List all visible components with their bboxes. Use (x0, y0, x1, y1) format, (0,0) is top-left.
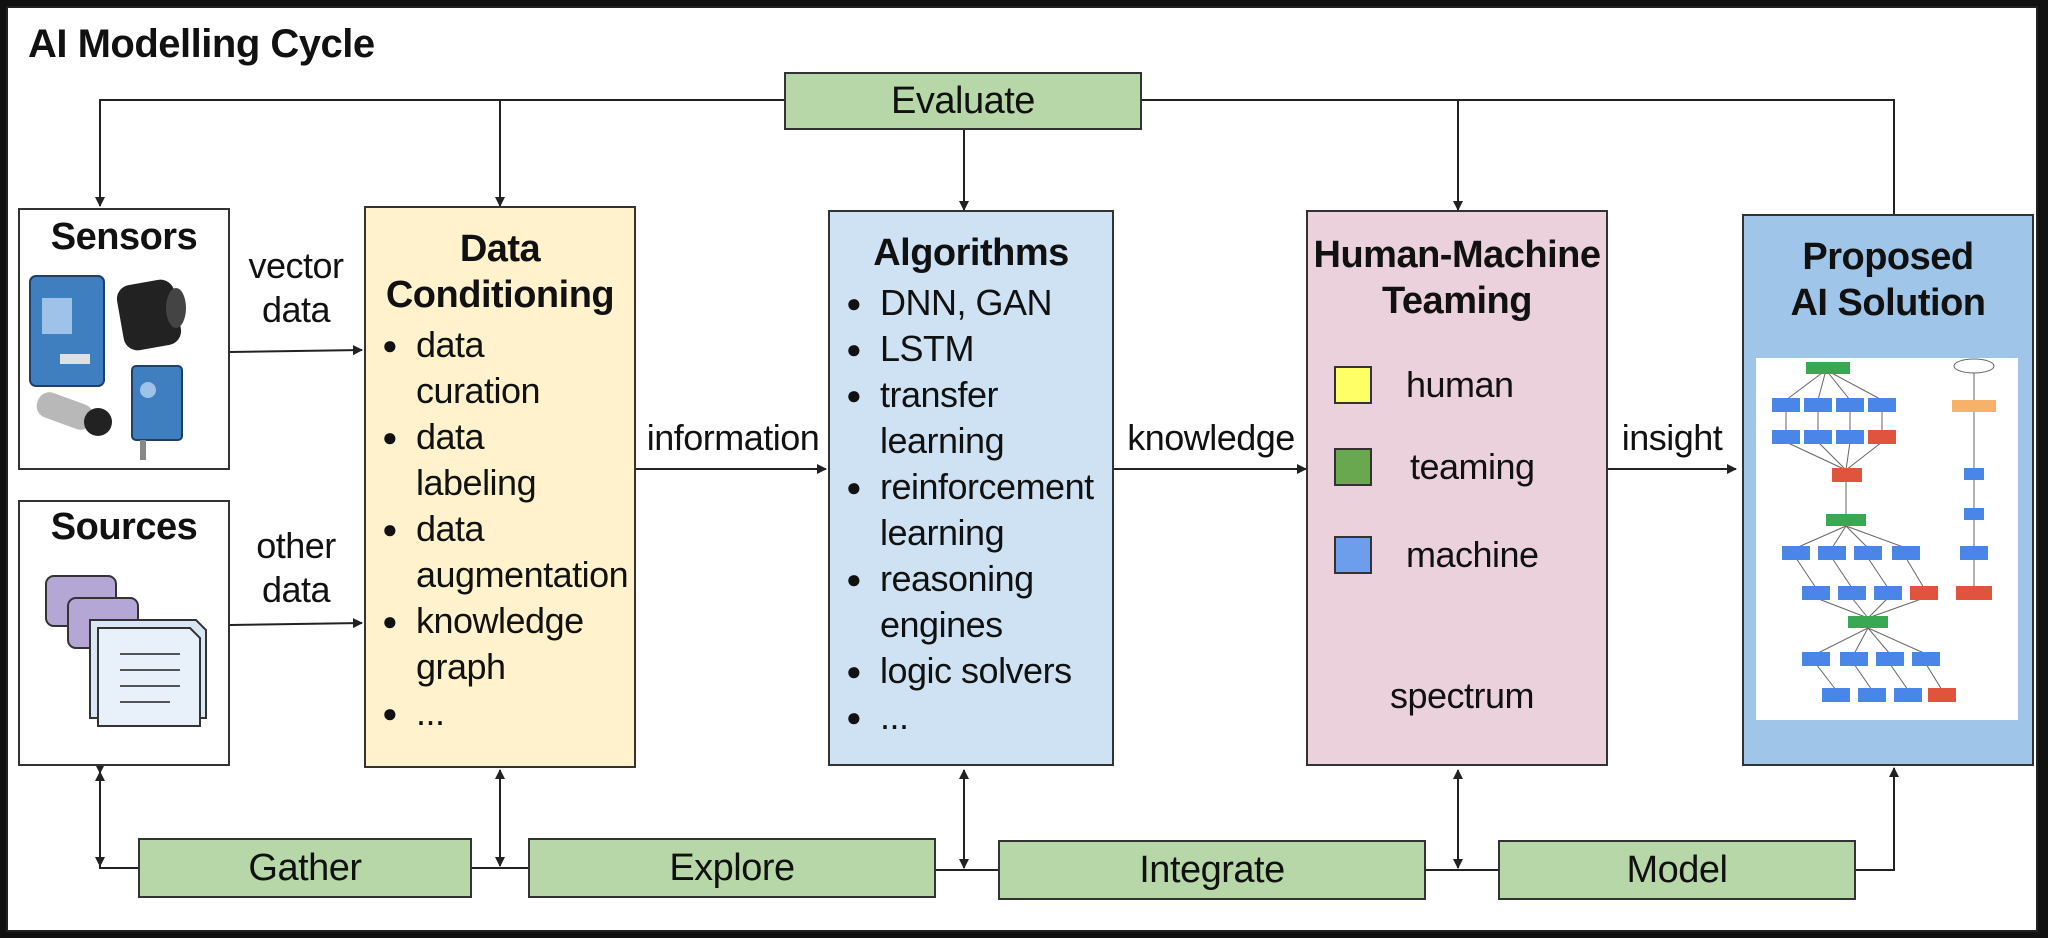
documents-illustration (45, 575, 207, 727)
algorithms-list: DNN, GAN LSTM transfer learning reinforc… (846, 280, 1112, 740)
proposed-ai-solution-box: Proposed AI Solution (1742, 214, 2034, 766)
algorithms-box: Algorithms DNN, GAN LSTM transfer learni… (828, 210, 1114, 766)
teaming-title: Human-Machine Teaming (1313, 234, 1601, 322)
vector-data-label: vector data (248, 245, 344, 330)
list-item: LSTM (846, 326, 1112, 372)
gather-left-line (99, 778, 138, 869)
knowledge-label: knowledge (1127, 417, 1295, 458)
spectrum-label: spectrum (1389, 675, 1535, 716)
gather-step: Gather (138, 838, 472, 898)
model-to-solution-line (1856, 767, 1899, 871)
list-item: reinforcement learning (846, 464, 1112, 556)
legend-machine-label: machine (1406, 534, 1539, 575)
legend-teaming-label: teaming (1410, 446, 1535, 487)
evaluate-step: Evaluate (784, 72, 1142, 130)
sources-to-conditioning-arrow (229, 618, 363, 629)
human-machine-teaming-box: Human-Machine Teaming (1306, 210, 1608, 766)
teaming-swatch (1334, 448, 1372, 486)
list-item: data labeling (382, 414, 634, 506)
human-swatch (1334, 366, 1372, 404)
list-item: logic solvers (846, 648, 1112, 694)
list-item: data augmentation (382, 506, 634, 598)
diagram-canvas: AI Modelling Cycle (6, 6, 2038, 932)
integrate-step: Integrate (998, 840, 1426, 900)
algorithms-title: Algorithms (873, 232, 1069, 274)
list-item: ... (382, 690, 634, 736)
list-item: DNN, GAN (846, 280, 1112, 326)
sensors-title: Sensors (50, 216, 198, 258)
information-label: information (646, 417, 820, 458)
list-item: data curation (382, 322, 634, 414)
model-step: Model (1498, 840, 1856, 900)
data-conditioning-title: Data Conditioning (385, 228, 615, 316)
sensors-box: Sensors (18, 208, 230, 470)
legend-machine: machine (1334, 534, 1539, 576)
other-data-label: other data (256, 525, 336, 610)
list-item: transfer learning (846, 372, 1112, 464)
insight-label: insight (1621, 417, 1723, 458)
evaluate-left-line (95, 99, 784, 207)
data-conditioning-list: data curation data labeling data augment… (382, 322, 634, 736)
sensors-to-conditioning-arrow (229, 345, 363, 356)
list-item: ... (846, 694, 1112, 740)
evaluate-right-line (1142, 99, 1895, 214)
legend-teaming: teaming (1334, 446, 1535, 488)
legend-human-label: human (1406, 364, 1514, 405)
sources-title: Sources (50, 506, 198, 548)
legend-human: human (1334, 364, 1514, 406)
network-graph-image (1756, 358, 2018, 720)
list-item: reasoning engines (846, 556, 1112, 648)
list-item: knowledge graph (382, 598, 634, 690)
explore-step: Explore (528, 838, 936, 898)
sources-box: Sources (18, 500, 230, 766)
machine-swatch (1334, 536, 1372, 574)
sensor-devices-illustration (29, 275, 186, 460)
diagram-title: AI Modelling Cycle (28, 22, 375, 66)
solution-title: Proposed AI Solution (1790, 236, 1986, 324)
data-conditioning-box: Data Conditioning data curation data lab… (364, 206, 636, 768)
